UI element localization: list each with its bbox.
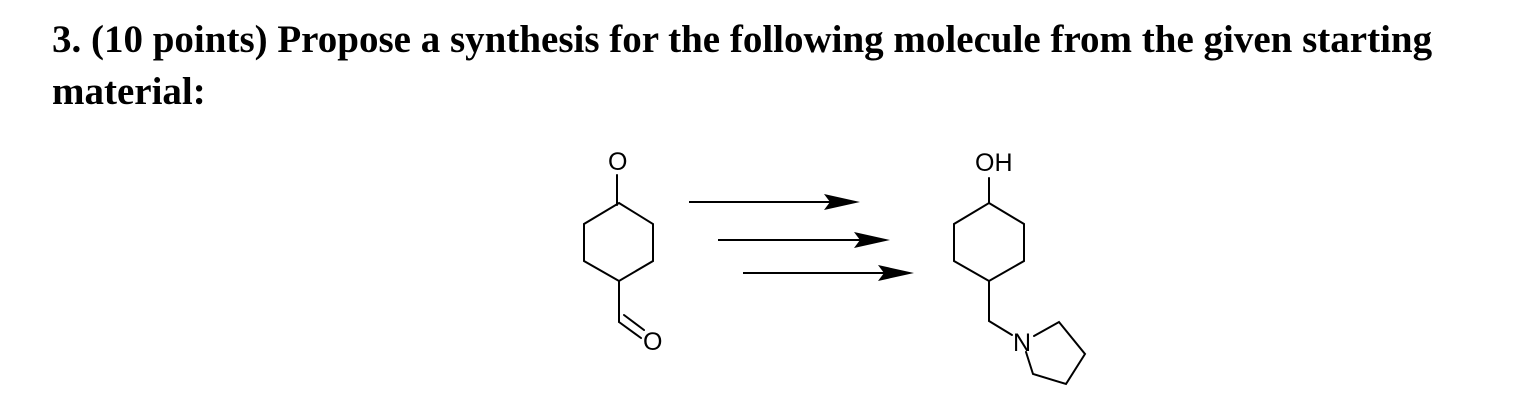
pyrrolidine-nitrogen: N	[1013, 329, 1031, 357]
hydroxyl-group: OH	[975, 149, 1013, 177]
arrow-head-2	[854, 232, 890, 248]
arrow-head-3	[878, 265, 914, 281]
aldehyde-carbonyl-bond	[618, 321, 642, 339]
pyrrolidine-ring	[1025, 320, 1087, 386]
question-text: 3. (10 points) Propose a synthesis for t…	[52, 18, 1433, 113]
ketone-oxygen: O	[608, 148, 627, 176]
arrow-head-1	[824, 194, 860, 210]
cyclohexane-ring-start	[583, 201, 654, 283]
aldehyde-oxygen: O	[643, 328, 662, 356]
product	[953, 177, 1087, 386]
aldehyde-carbonyl-bond-2	[623, 314, 645, 331]
ch2-n-bond	[988, 320, 1013, 336]
multi-step-arrows	[689, 194, 914, 281]
starting-material	[583, 174, 654, 339]
cyclohexane-ring-product	[953, 201, 1025, 283]
